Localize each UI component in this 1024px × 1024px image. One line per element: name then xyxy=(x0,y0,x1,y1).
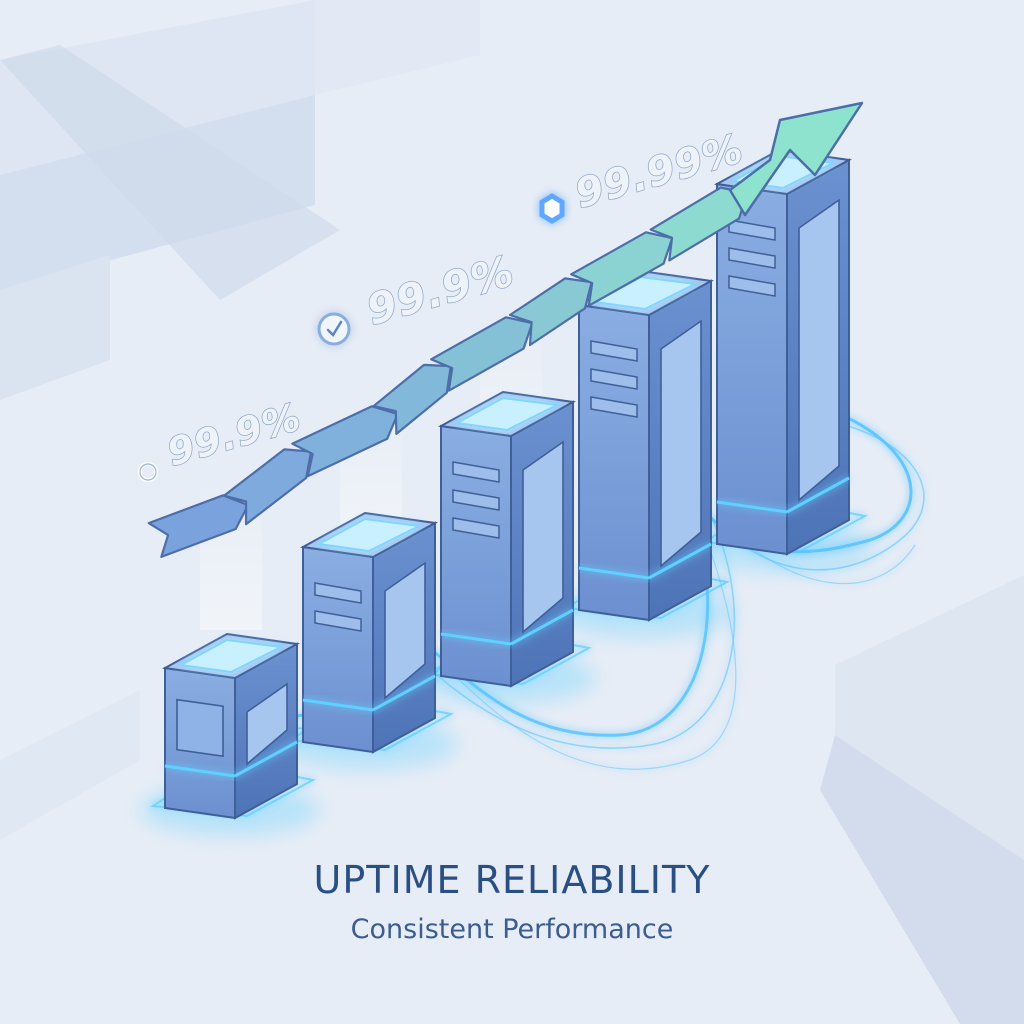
arrow-segment xyxy=(372,363,452,435)
arrow-segment xyxy=(570,231,674,307)
check-circle-icon xyxy=(317,312,351,346)
server-icon xyxy=(161,632,301,820)
server-icon xyxy=(299,511,439,754)
hexagon-icon xyxy=(539,193,565,224)
arrow-segment xyxy=(222,448,313,526)
server-icon xyxy=(437,390,577,688)
arrow-segment xyxy=(508,277,593,347)
server-group xyxy=(161,148,853,820)
server-icon xyxy=(713,148,853,556)
page-subtitle: Consistent Performance xyxy=(350,914,674,945)
server-icon xyxy=(575,269,715,622)
page-title: UPTIME RELIABILITY xyxy=(313,858,711,902)
trend-arrow-icon xyxy=(147,101,864,559)
arrow-segment xyxy=(291,405,399,478)
arrow-segment xyxy=(430,316,534,392)
arrow-segment xyxy=(649,186,749,262)
